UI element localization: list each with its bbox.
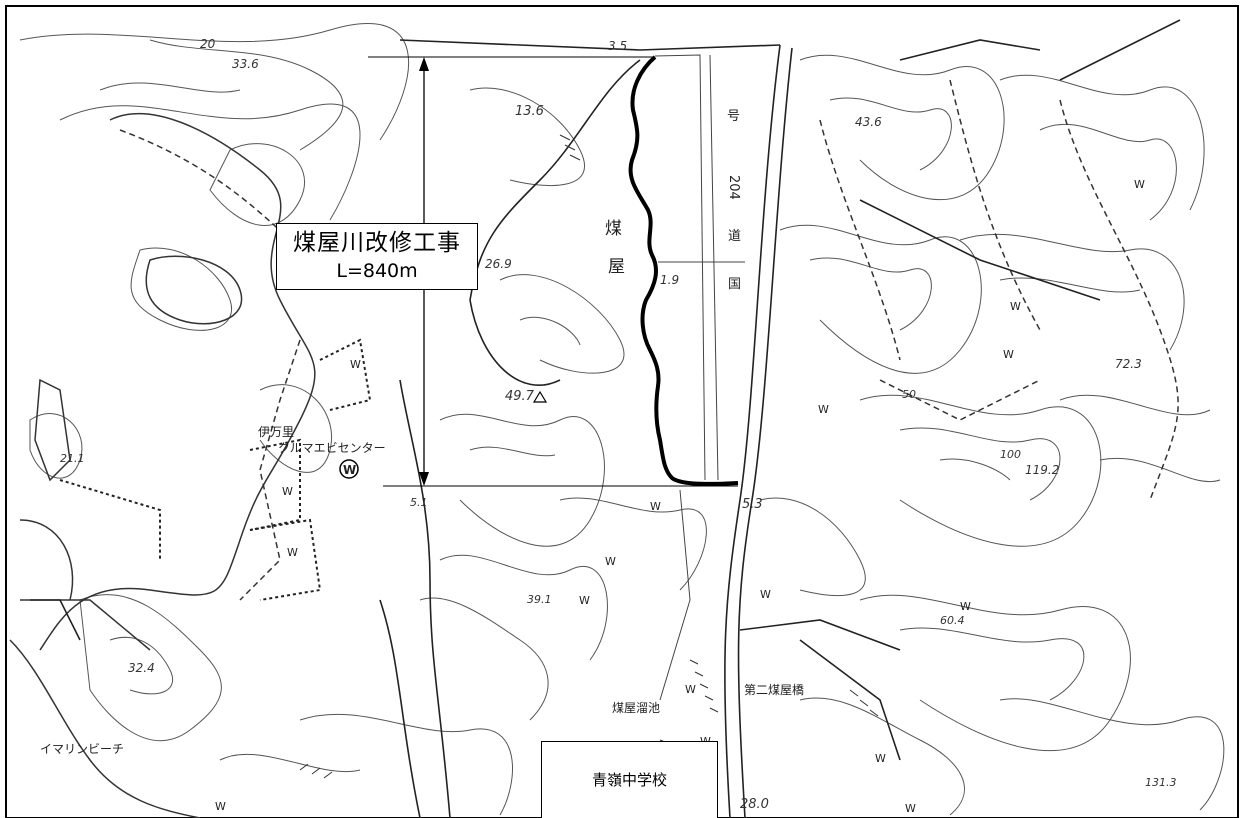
elevation-label: 43.6 xyxy=(855,115,882,129)
symbol-w: W xyxy=(1134,178,1145,191)
place-labels: 伊万里 クルマエビセンター イマリンビーチ 煤屋溜池 第二煤屋橋 煤 屋 号 2… xyxy=(40,109,804,756)
symbol-w: W xyxy=(1010,300,1021,313)
pond-label: 煤屋溜池 xyxy=(612,700,660,715)
symbol-w: W xyxy=(1003,348,1014,361)
roads xyxy=(30,19,1181,818)
symbol-w: W xyxy=(343,463,356,477)
symbol-w: W xyxy=(215,800,226,813)
beach-label: イマリンビーチ xyxy=(40,742,124,756)
river-improvement-line xyxy=(628,55,739,486)
elevation-label: 72.3 xyxy=(1115,357,1142,371)
symbol-w: W xyxy=(760,588,771,601)
elevation-label: 60.4 xyxy=(940,614,965,627)
elevation-label: 20 xyxy=(200,37,216,51)
symbol-marks: W W W W W W W W W W W W W W W W W W xyxy=(215,178,1145,815)
triangulation-point-icon xyxy=(532,390,548,403)
route-label-1: 国 xyxy=(728,277,741,292)
contour-lines xyxy=(19,23,1225,816)
symbol-w: W xyxy=(818,403,829,416)
project-callout: 煤屋川改修工事 L=840m xyxy=(276,223,478,290)
pond-boundaries xyxy=(59,338,372,601)
elevation-label: 49.7 xyxy=(505,389,535,404)
elevation-label: 131.3 xyxy=(1145,776,1177,789)
symbol-w: W xyxy=(875,752,886,765)
symbol-w: W xyxy=(960,600,971,613)
symbol-w: W xyxy=(287,546,298,559)
elevation-label: 21.1 xyxy=(60,452,85,465)
map-frame xyxy=(5,5,1239,818)
elevation-label: 26.9 xyxy=(485,257,512,271)
route-label-4: 号 xyxy=(727,109,740,124)
elevation-labels: 20 33.6 3.5 13.6 43.6 26.9 1.9 72.3 49.7… xyxy=(60,37,1177,812)
elevation-label: 5.3 xyxy=(742,497,763,512)
elevation-label: 5.1 xyxy=(410,496,428,509)
school-box: 青嶺中学校 xyxy=(541,741,718,818)
symbol-w: W xyxy=(905,802,916,815)
coastline xyxy=(9,112,316,818)
dashed-paths xyxy=(119,79,1179,601)
kuruma-ebi-label-2: クルマエビセンター xyxy=(278,441,386,455)
elevation-label: 119.2 xyxy=(1025,463,1059,477)
symbol-w: W xyxy=(685,683,696,696)
symbol-w: W xyxy=(579,594,590,607)
elevation-label: 13.6 xyxy=(515,104,544,119)
elevation-label: 100 xyxy=(1000,448,1021,461)
bridge-label: 第二煤屋橋 xyxy=(744,683,804,697)
paddy-fields xyxy=(654,54,745,701)
elevation-label: 3.5 xyxy=(608,39,627,53)
route-label-3: 204 xyxy=(726,175,741,200)
project-title: 煤屋川改修工事 xyxy=(293,230,461,256)
school-label: 青嶺中学校 xyxy=(591,771,667,789)
elevation-label: 50 xyxy=(902,388,916,401)
symbol-w: W xyxy=(605,555,616,568)
route-label-2: 道 xyxy=(728,229,741,244)
measurement-guides xyxy=(368,56,738,487)
elevation-label: 32.4 xyxy=(128,661,155,675)
village-label-2: 屋 xyxy=(608,257,625,277)
symbol-w: W xyxy=(650,500,661,513)
project-length: L=840m xyxy=(336,260,418,282)
village-label-1: 煤 xyxy=(605,219,622,239)
symbol-w: W xyxy=(282,485,293,498)
symbol-w: W xyxy=(350,358,361,371)
elevation-label: 39.1 xyxy=(527,593,552,606)
kuruma-ebi-label-1: 伊万里 xyxy=(258,425,294,439)
elevation-label: 33.6 xyxy=(232,57,259,71)
elevation-label: 1.9 xyxy=(660,273,679,287)
elevation-label: 28.0 xyxy=(740,797,769,812)
